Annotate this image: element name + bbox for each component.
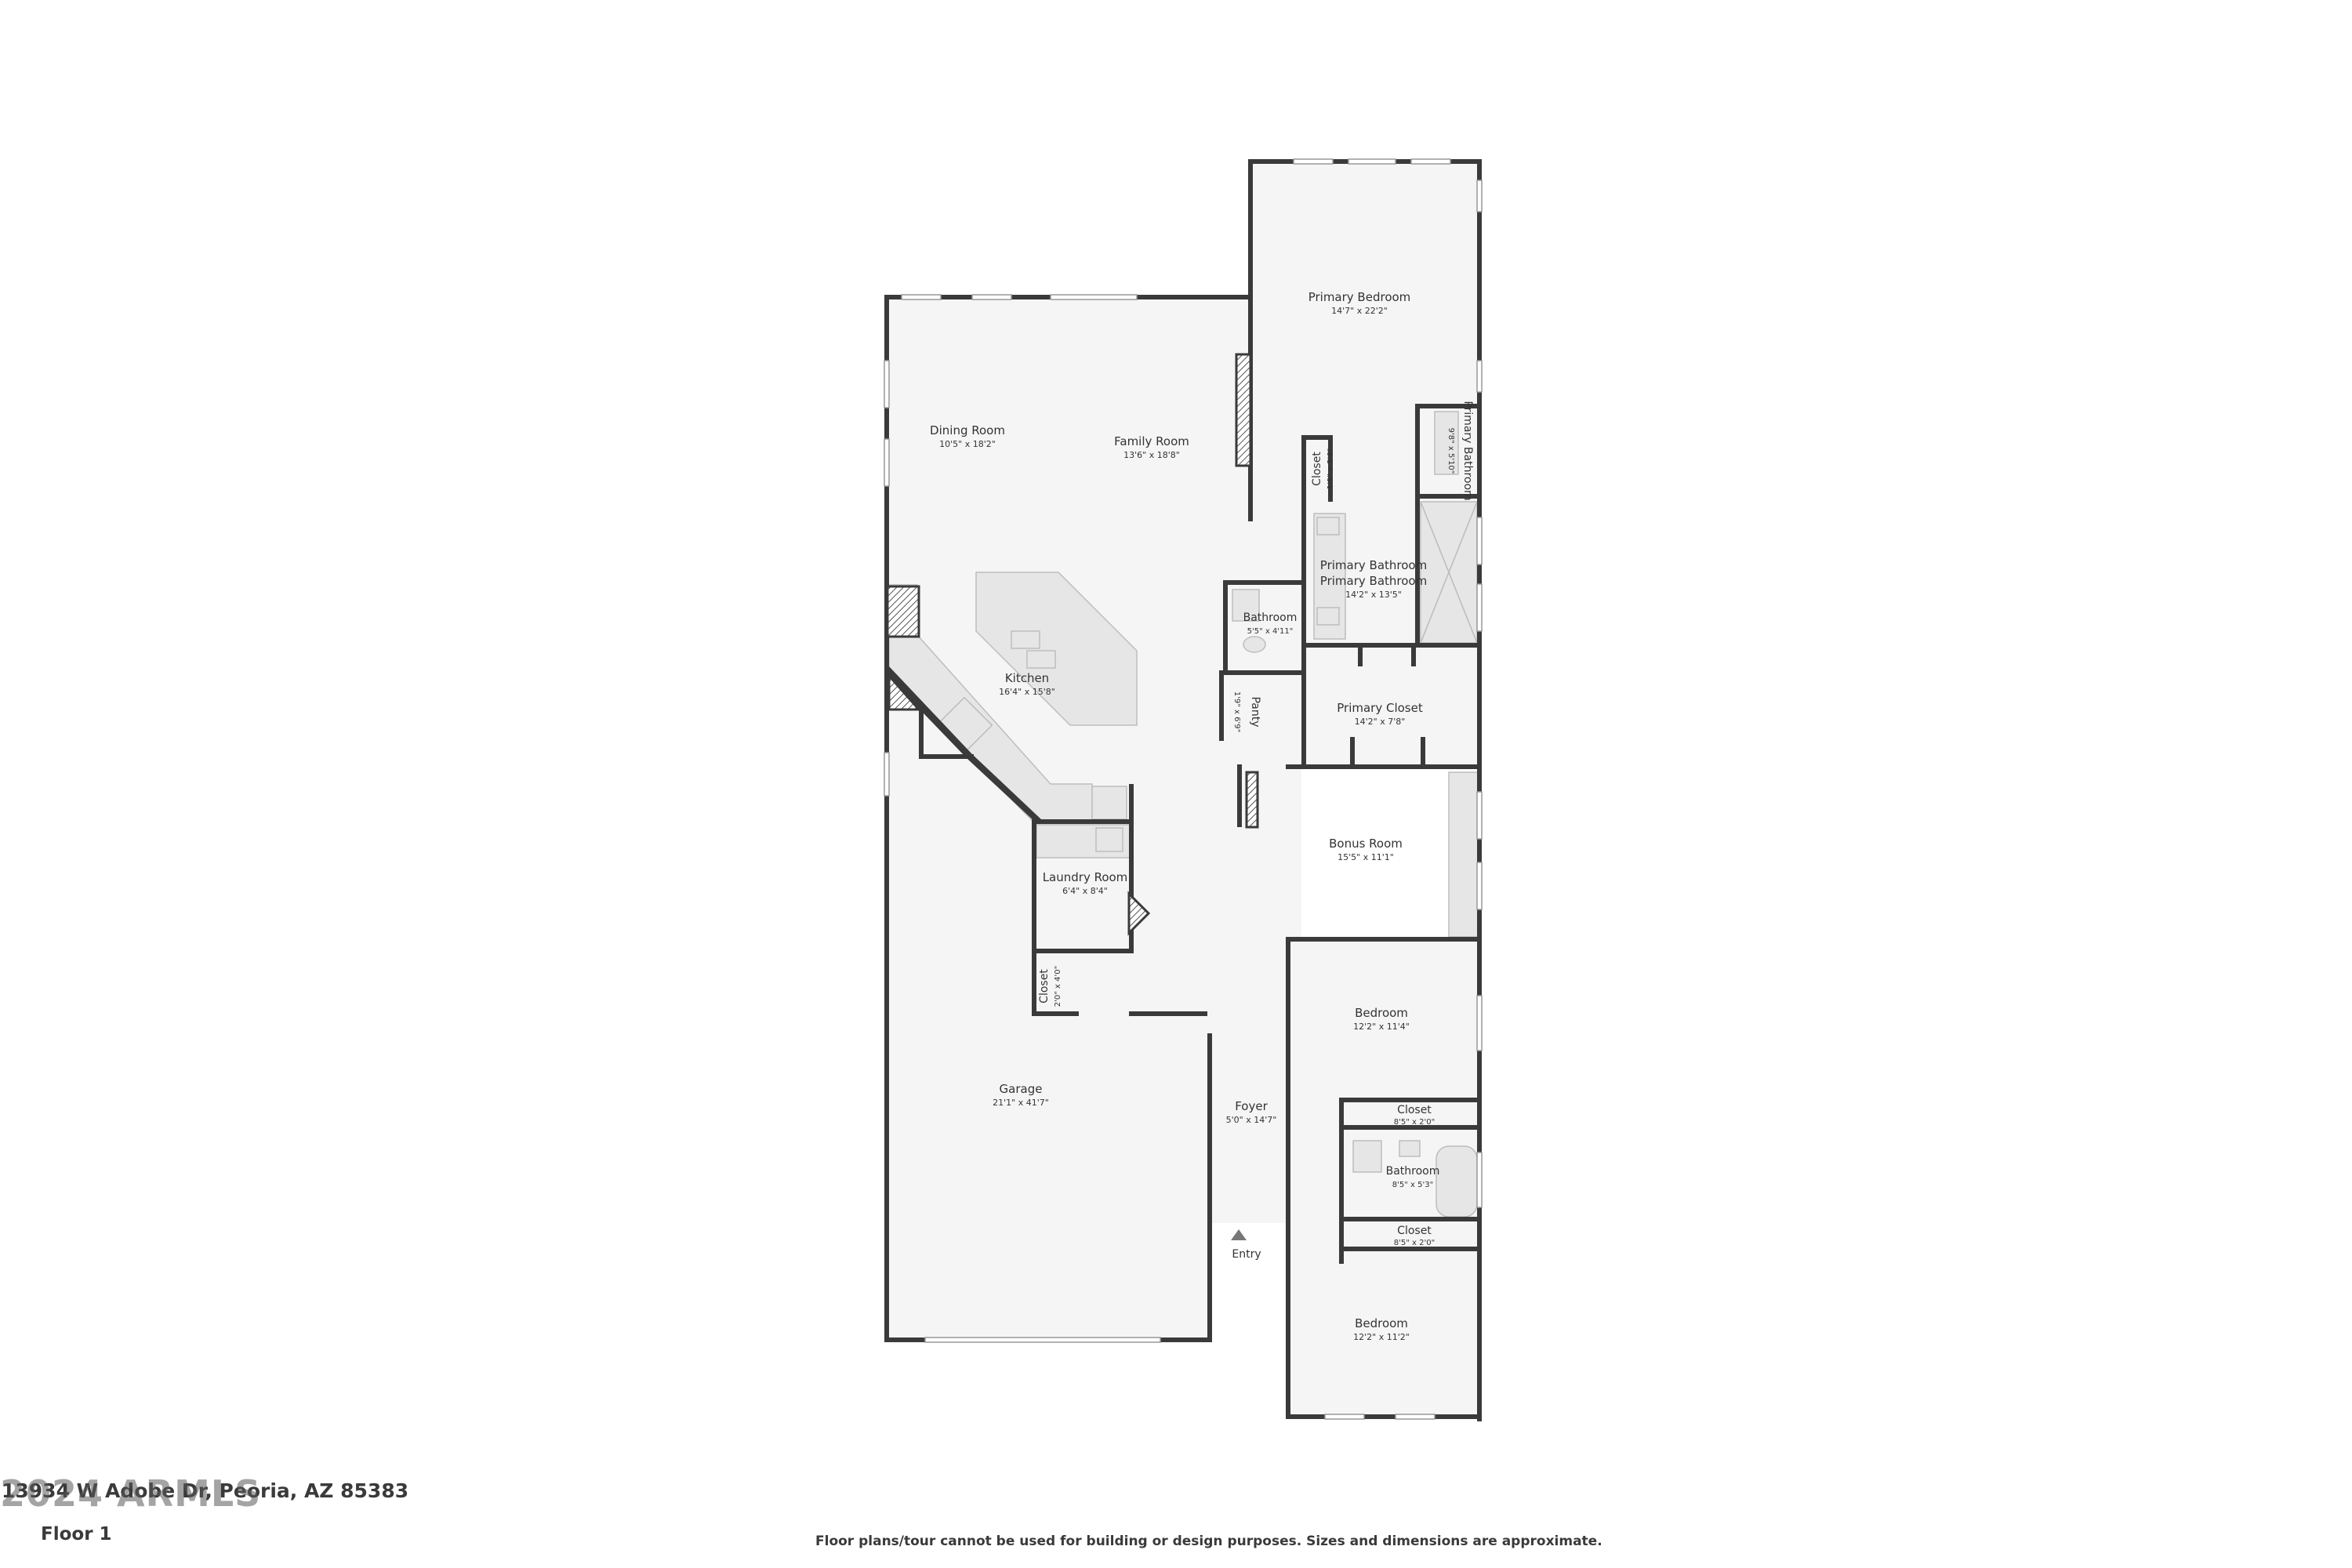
room-name: Panty — [1249, 696, 1261, 727]
entry-arrow-icon — [1231, 1229, 1247, 1240]
room-dims: 14'7" x 22'2" — [1331, 306, 1388, 316]
room-name: Family Room — [1114, 434, 1189, 448]
room-name: Primary Bedroom — [1308, 290, 1411, 304]
room-name: Primary Bathroom — [1461, 401, 1474, 500]
kitchen-island — [975, 572, 1138, 726]
bonus-room-built-in — [1448, 771, 1481, 938]
fixtures — [887, 411, 1481, 1218]
room-dims: 1'9" x 6'9" — [1232, 691, 1241, 732]
sink — [1316, 517, 1340, 535]
kitchen-sink — [1026, 650, 1056, 669]
room-name: Dining Room — [930, 423, 1005, 437]
vanity — [1232, 589, 1260, 622]
room-name: Closet — [1311, 452, 1323, 486]
room-name: Bedroom — [1355, 1316, 1408, 1330]
property-address: 13934 W Adobe Dr, Peoria, AZ 85383 — [2, 1479, 409, 1502]
room-dims: 16'4" x 15'8" — [999, 687, 1055, 697]
room-name: Bonus Room — [1329, 837, 1403, 851]
room-dims: 5'5" x 4'11" — [1247, 627, 1294, 636]
floor-areas — [884, 162, 1482, 1419]
room-dims: 6'4" x 8'4" — [1062, 886, 1108, 896]
room-dims: 1'9" x 3'6" — [1327, 448, 1335, 489]
room-name: Closet — [1397, 1104, 1432, 1116]
room-name: Kitchen — [1005, 671, 1049, 685]
disclaimer: Floor plans/tour cannot be used for buil… — [815, 1534, 1602, 1549]
floor-label: Floor 1 — [41, 1524, 112, 1544]
room-name: Foyer — [1235, 1099, 1268, 1113]
room-dims: 12'2" x 11'4" — [1353, 1022, 1410, 1032]
room-dims: 14'2" x 7'8" — [1355, 717, 1406, 727]
room-name: Primary Bathroom — [1320, 574, 1427, 588]
windows — [884, 158, 1483, 1420]
room-dims: 5'0" x 14'7" — [1226, 1115, 1277, 1125]
entry-label: Entry — [1232, 1248, 1261, 1261]
laundry-sink — [1095, 827, 1123, 852]
dishwasher — [1091, 786, 1127, 820]
room-dims: 8'5" x 2'0" — [1394, 1239, 1435, 1247]
room-dims: 10'5" x 18'2" — [939, 439, 996, 449]
bathtub — [1436, 1145, 1478, 1218]
toilet — [1243, 636, 1266, 653]
room-name: Laundry Room — [1043, 870, 1128, 884]
room-dims: 14'2" x 13'5" — [1345, 590, 1402, 600]
shower-small — [1434, 411, 1459, 475]
room-name: Garage — [1000, 1082, 1043, 1096]
room-dims: 8'5" x 5'3" — [1392, 1181, 1433, 1189]
vanity — [1352, 1140, 1382, 1173]
watermark: 2024 ARMLS — [0, 1472, 262, 1515]
room-name: Closet — [1038, 969, 1051, 1004]
room-name: Closet — [1397, 1225, 1432, 1237]
walls — [884, 159, 1482, 1421]
room-name: Bathroom — [1243, 612, 1298, 624]
room-dims: 8'5" x 2'0" — [1394, 1118, 1435, 1127]
sink — [1316, 607, 1340, 626]
room-dims: 13'6" x 18'8" — [1123, 450, 1180, 460]
room-dims: 9'8" x 5'10" — [1446, 428, 1455, 474]
room-name: Bathroom — [1386, 1165, 1440, 1178]
kitchen-sink — [1011, 630, 1040, 649]
room-labels: Primary Bedroom 14'7" x 22'2" Dining Roo… — [930, 290, 1474, 1342]
room-dims: 15'5" x 11'1" — [1338, 852, 1394, 862]
room-dims: 2'0" x 4'0" — [1054, 966, 1062, 1007]
room-dims: 21'1" x 41'7" — [993, 1098, 1049, 1108]
room-name: Primary Bathroom — [1320, 558, 1427, 572]
room-name: Primary Closet — [1337, 701, 1423, 715]
toilet — [1399, 1140, 1421, 1157]
room-name: Bedroom — [1355, 1006, 1408, 1020]
room-dims: 12'2" x 11'2" — [1353, 1332, 1410, 1342]
